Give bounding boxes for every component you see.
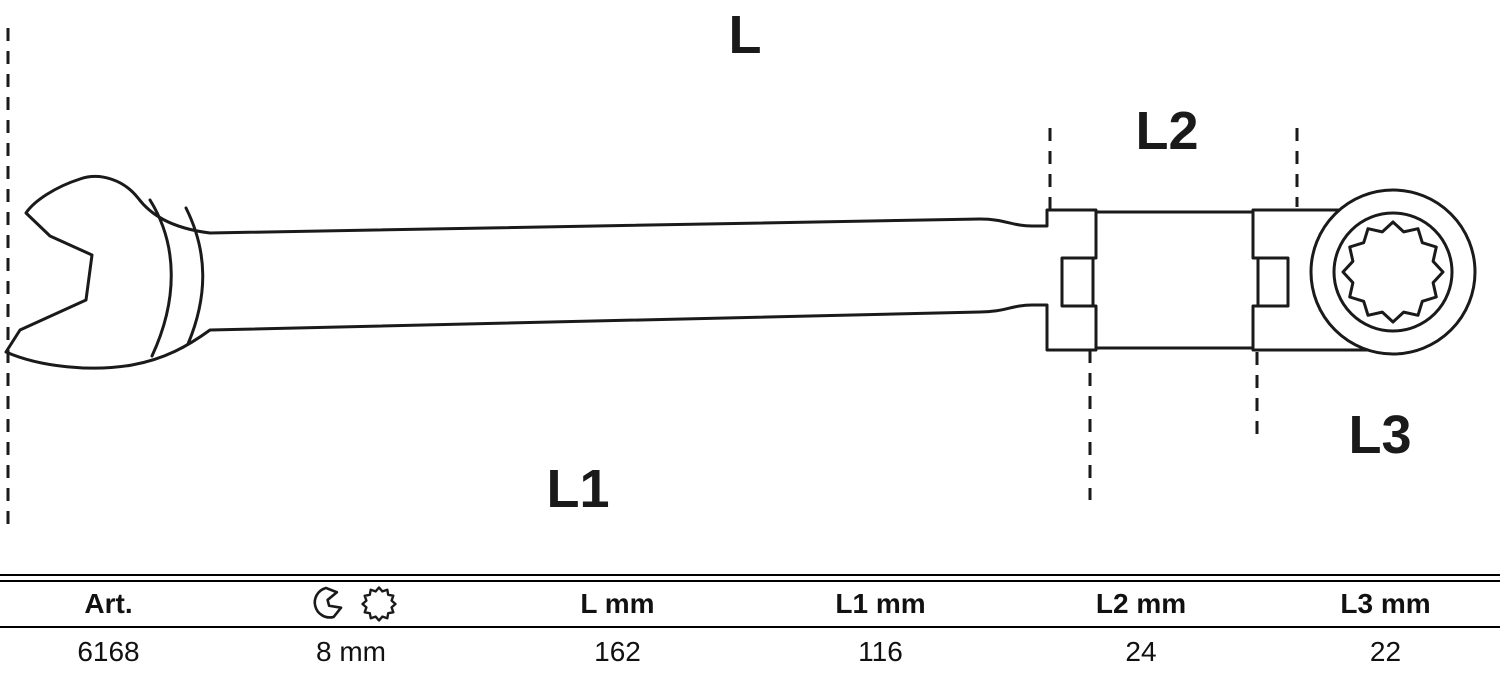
flex-joint-link xyxy=(1091,210,1260,350)
dimension-label-l2: L2 xyxy=(1135,101,1199,161)
dimension-label-l: L xyxy=(728,5,762,65)
dimension-label-l1: L1 xyxy=(546,459,610,519)
spec-table: Art. L mm L1 mm L2 mm L3 mm 6168 8 mm 16… xyxy=(0,574,1500,676)
twelve-point-icon xyxy=(359,584,399,624)
wrench-body-open-end-and-shaft xyxy=(4,175,1098,370)
wrench-technical-drawing: L L2 L1 L3 xyxy=(4,5,1477,524)
neck-detail-line xyxy=(184,206,205,346)
ring-head-inner xyxy=(1332,211,1454,333)
open-end-icon xyxy=(303,584,345,624)
wrench-drawing-canvas xyxy=(4,28,1477,524)
twelve-point-socket-profile xyxy=(1341,220,1445,324)
value-size: 8 mm xyxy=(316,636,386,667)
value-l1: 116 xyxy=(858,636,903,667)
table-header-divider xyxy=(0,626,1500,628)
table-top-rule-inner xyxy=(0,580,1500,582)
value-l2: 24 xyxy=(1125,636,1157,667)
value-l: 162 xyxy=(594,636,641,667)
header-l2-mm: L2 mm xyxy=(1095,588,1187,619)
header-art: Art. xyxy=(84,588,133,619)
spec-table-data-row: 6168 8 mm 162 116 24 22 xyxy=(0,628,1500,676)
header-l-mm: L mm xyxy=(580,588,655,619)
table-top-rule xyxy=(0,574,1500,576)
dimension-label-l3: L3 xyxy=(1348,405,1412,465)
value-l3: 22 xyxy=(1369,636,1402,667)
neck-detail-line xyxy=(148,198,173,358)
value-art-number: 6168 xyxy=(77,636,140,667)
header-l1-mm: L1 mm xyxy=(835,588,926,619)
spec-table-header-row: Art. L mm L1 mm L2 mm L3 mm xyxy=(0,582,1500,626)
header-l3-mm: L3 mm xyxy=(1340,588,1431,619)
header-size-icons xyxy=(217,584,485,624)
